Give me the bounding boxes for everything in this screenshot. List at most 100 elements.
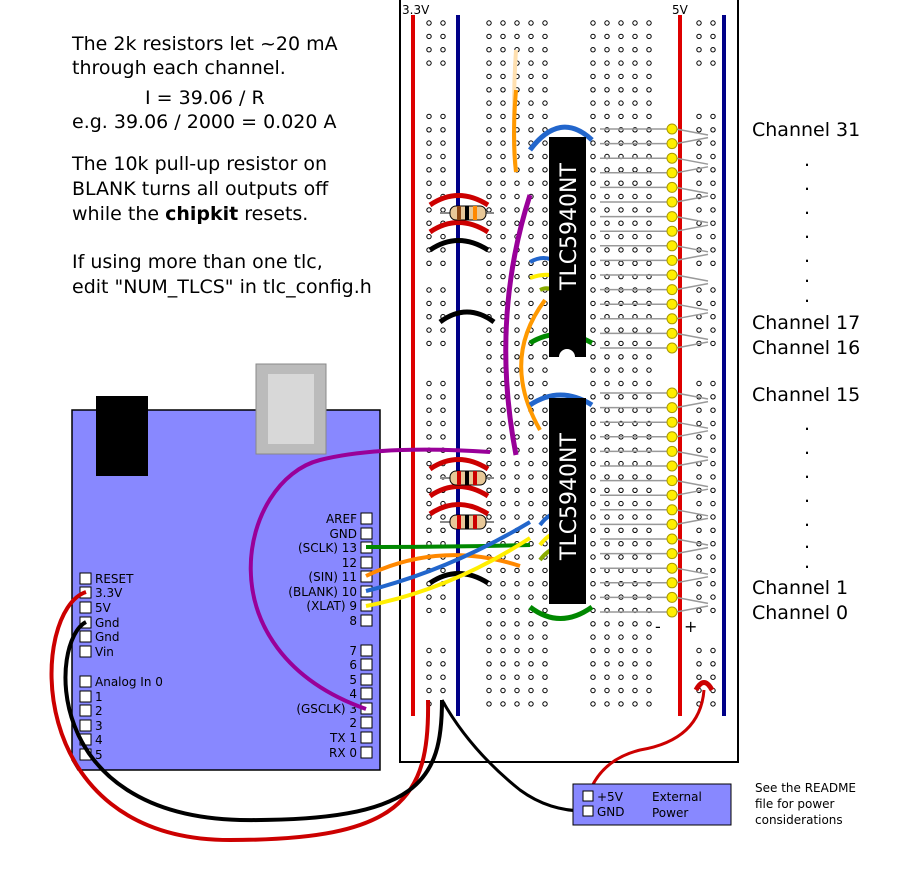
breadboard-hole: [646, 180, 652, 186]
breadboard-hole: [646, 394, 652, 400]
breadboard-hole: [528, 420, 534, 427]
arduino-header-pin: [79, 572, 92, 585]
breadboard-hole: [710, 340, 716, 347]
led-lead: [675, 245, 709, 253]
breadboard-hole: [646, 500, 652, 507]
breadboard-hole: [604, 554, 610, 560]
breadboard-hole: [646, 554, 652, 560]
breadboard-hole: [542, 621, 548, 627]
breadboard-hole: [604, 87, 610, 93]
breadboard-hole: [590, 434, 596, 440]
power-label-1: External: [652, 790, 702, 804]
breadboard-hole: [514, 621, 520, 627]
channel-0-label: Channel 0: [752, 602, 848, 624]
jumper-black-2: [438, 309, 496, 325]
chip-top-notch: [559, 349, 575, 357]
breadboard-hole: [528, 153, 534, 160]
led-pin: [666, 577, 678, 589]
breadboard-hole: [696, 527, 702, 533]
breadboard-hole: [696, 287, 702, 293]
breadboard-hole: [604, 47, 610, 53]
resistor-10k: [440, 205, 494, 221]
breadboard-hole: [542, 233, 548, 240]
breadboard-hole: [426, 193, 432, 200]
breadboard-hole: [440, 247, 446, 253]
led-lead: [675, 224, 709, 232]
breadboard-hole: [590, 594, 596, 600]
led-pin: [666, 152, 678, 164]
arduino-header-pin: [360, 512, 373, 525]
note-line-1: The 2k resistors let ~20 mA: [71, 33, 338, 55]
channel-labels: Channel 31 . . . . . . . Channel 17 Chan…: [752, 119, 860, 624]
led-pin: [666, 225, 678, 237]
breadboard-hole: [500, 273, 506, 280]
breadboard-hole: [604, 674, 610, 680]
breadboard-hole: [486, 287, 492, 293]
breadboard-hole: [632, 474, 638, 480]
jumper-red-2: [428, 220, 490, 235]
breadboard-hole: [542, 674, 548, 680]
breadboard-hole: [426, 220, 432, 226]
breadboard-hole: [604, 647, 610, 654]
breadboard-hole: [528, 514, 534, 520]
breadboard-hole: [500, 287, 506, 293]
breadboard-hole: [426, 33, 432, 40]
led-lead: [675, 186, 709, 195]
breadboard-hole: [710, 300, 716, 307]
breadboard-hole: [440, 661, 446, 667]
breadboard-hole: [590, 674, 596, 680]
breadboard-hole: [542, 647, 548, 654]
plus-label: +: [684, 617, 697, 636]
breadboard-hole: [486, 487, 492, 493]
breadboard-hole: [514, 420, 520, 427]
breadboard-hole: [632, 634, 638, 640]
breadboard-hole: [528, 447, 534, 453]
wire-sclk-green: [365, 543, 531, 549]
breadboard-hole: [632, 621, 638, 627]
breadboard-hole: [646, 340, 652, 347]
led-lead: [675, 215, 709, 224]
breadboard-hole: [426, 674, 432, 680]
breadboard-hole: [604, 621, 610, 627]
breadboard-hole: [632, 100, 638, 106]
breadboard-hole: [710, 487, 716, 493]
breadboard-hole: [590, 541, 596, 547]
breadboard-hole: [528, 487, 534, 493]
breadboard-hole: [590, 273, 596, 280]
breadboard-hole: [646, 354, 652, 360]
breadboard-hole: [514, 634, 520, 640]
wire-sin-orange: [365, 553, 521, 578]
arduino-pin-label: (SIN) 11: [308, 570, 357, 584]
breadboard-hole: [542, 460, 548, 467]
arduino-pin-label: 12: [342, 556, 357, 570]
note-formula: I = 39.06 / R: [145, 87, 265, 109]
breadboard-hole: [604, 73, 610, 80]
breadboard-hole: [542, 20, 548, 26]
led-lead: [675, 128, 709, 136]
breadboard-hole: [500, 207, 506, 213]
resistors: [428, 193, 496, 586]
breadboard-hole: [500, 487, 506, 493]
breadboard-hole: [696, 20, 702, 26]
breadboard-hole: [710, 60, 716, 66]
breadboard-hole: [590, 207, 596, 213]
breadboard-hole: [528, 180, 534, 186]
breadboard-hole: [618, 394, 624, 400]
breadboard-hole: [500, 661, 506, 667]
led-pin: [666, 518, 678, 530]
breadboard-hole: [500, 500, 506, 507]
breadboard-hole: [426, 233, 432, 240]
led-lead: [675, 253, 709, 262]
breadboard-hole: [590, 47, 596, 53]
arduino-header-pin: [79, 645, 92, 658]
jumper-orange-top: [512, 89, 518, 173]
breadboard-hole: [528, 73, 534, 80]
breadboard-hole: [486, 647, 492, 654]
breadboard-hole: [486, 661, 492, 667]
breadboard-hole: [500, 647, 506, 654]
breadboard-hole: [528, 300, 534, 307]
breadboard-hole: [696, 434, 702, 440]
arduino-pcb: [71, 409, 381, 771]
led-pin: [666, 562, 678, 574]
breadboard-hole: [542, 354, 548, 360]
